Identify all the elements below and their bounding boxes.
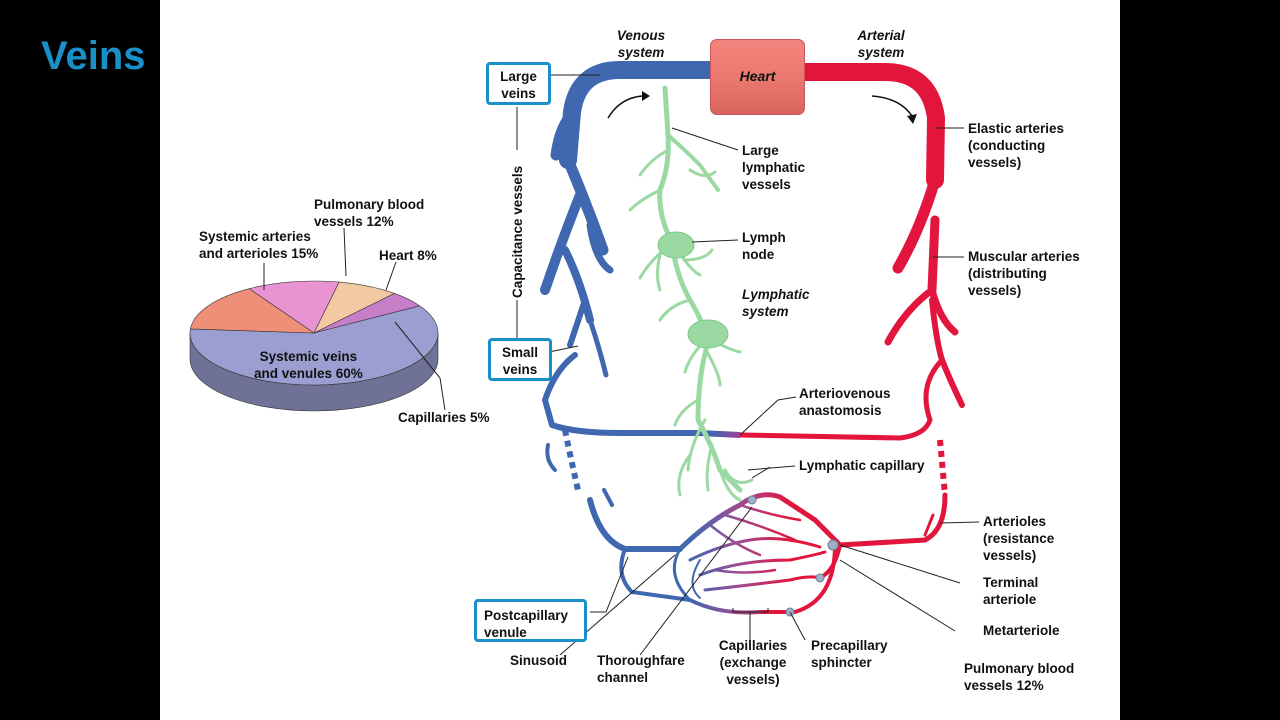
pie-slice (248, 280, 340, 334)
heart-label: Heart (739, 68, 776, 84)
pie-label-heart: Heart 8% (379, 248, 437, 263)
pie-leaders (263, 227, 446, 411)
sinusoid-label: Sinusoid (510, 653, 567, 668)
slide-title: Veins (41, 34, 146, 78)
sphincters (747, 495, 839, 617)
flow-arrows (607, 95, 913, 119)
arterial-tree (737, 63, 965, 614)
pie-slice (190, 288, 316, 334)
pie-chart (189, 280, 439, 412)
lymph-nodes (657, 231, 729, 349)
capacitance-vessels-label: Capacitance vessels (510, 165, 525, 298)
venous-tree (540, 61, 721, 602)
pie-slice (189, 305, 439, 386)
vein-dashed (562, 429, 581, 491)
artery-dashed (937, 439, 948, 496)
metarteriole-label: Metarteriole (983, 623, 1060, 638)
pie-label-capillaries: Capillaries 5% (398, 410, 490, 425)
capillary-bed (672, 492, 843, 615)
lymphatic-capillary-label: Lymphatic capillary (799, 458, 925, 473)
arrowheads (642, 91, 917, 124)
lymphatic-tree (628, 85, 754, 502)
heart-box (710, 39, 805, 115)
